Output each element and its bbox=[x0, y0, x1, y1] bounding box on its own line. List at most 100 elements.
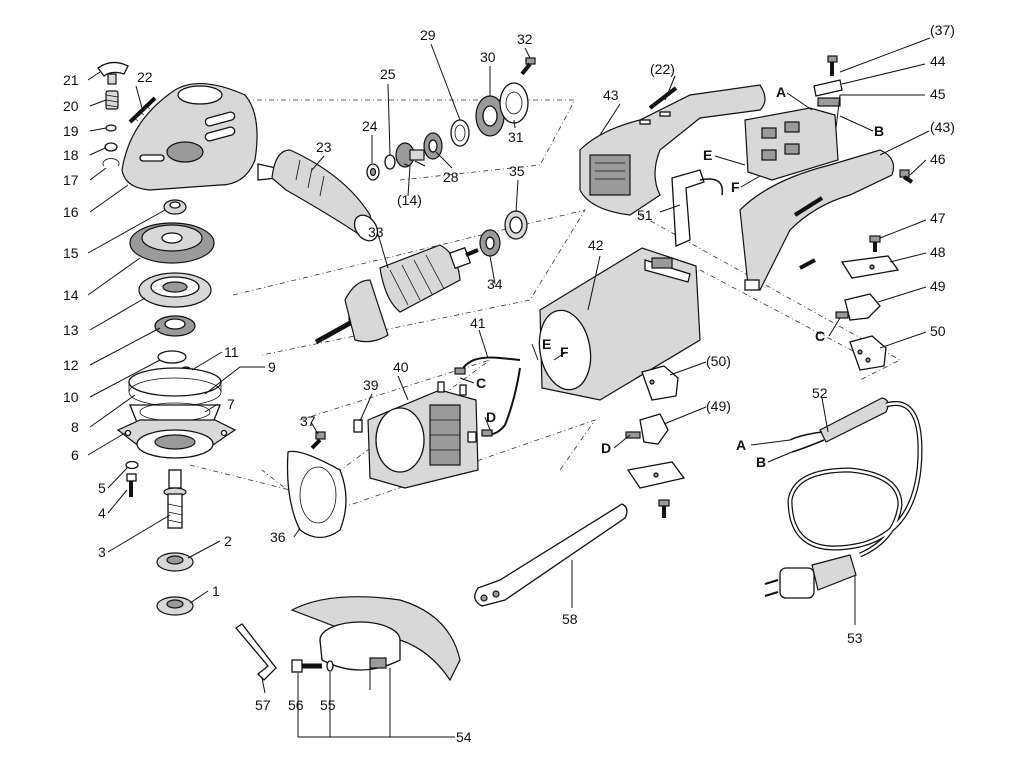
label-55: 55 bbox=[320, 697, 336, 713]
label-44: 44 bbox=[930, 53, 946, 69]
label-17: 17 bbox=[63, 172, 79, 188]
connector-b-switch: B bbox=[874, 123, 884, 139]
label-25: 25 bbox=[380, 66, 396, 82]
part-16-gear-housing bbox=[121, 82, 258, 191]
label-7: 7 bbox=[227, 396, 235, 412]
part-23-side-handle bbox=[257, 149, 379, 242]
label-58: 58 bbox=[562, 611, 578, 627]
part-47-screw bbox=[869, 235, 881, 252]
part-20-spring bbox=[105, 90, 119, 110]
label-39: 39 bbox=[363, 377, 379, 393]
part-46-screw bbox=[899, 169, 914, 184]
part-44-cord-clamp bbox=[813, 79, 843, 107]
label-42: 42 bbox=[588, 237, 604, 253]
label-43b: (43) bbox=[930, 119, 955, 135]
part-28-bearing bbox=[423, 132, 443, 160]
part-17-circlip bbox=[102, 158, 120, 167]
label-10: 10 bbox=[63, 389, 79, 405]
label-32: 32 bbox=[517, 31, 533, 47]
label-24: 24 bbox=[362, 118, 378, 134]
part-18-washer bbox=[104, 142, 118, 152]
part-32-screw bbox=[520, 57, 536, 76]
label-1: 1 bbox=[212, 583, 220, 599]
label-21: 21 bbox=[63, 72, 79, 88]
label-47: 47 bbox=[930, 210, 946, 226]
part-22b-screw bbox=[648, 86, 678, 110]
leader-lines bbox=[87, 37, 931, 738]
connector-f-switch: F bbox=[731, 179, 740, 195]
label-30: 30 bbox=[480, 49, 496, 65]
label-50b: (50) bbox=[706, 353, 731, 369]
part-13-bearing-flange bbox=[138, 272, 212, 308]
label-13: 13 bbox=[63, 322, 79, 338]
label-45: 45 bbox=[930, 86, 946, 102]
label-19: 19 bbox=[63, 123, 79, 139]
connector-e-switch: E bbox=[703, 147, 712, 163]
label-36: 36 bbox=[270, 529, 286, 545]
label-14: 14 bbox=[63, 287, 79, 303]
connector-a-switch: A bbox=[776, 84, 786, 100]
part-48-cover-plate bbox=[840, 255, 900, 279]
label-5: 5 bbox=[98, 480, 106, 496]
part-37b-screw bbox=[827, 55, 838, 76]
part-52-cord-sleeve bbox=[819, 397, 889, 443]
part-54-wheel-guard bbox=[290, 596, 461, 682]
label-34: 34 bbox=[487, 276, 503, 292]
part-48b-cover-plate bbox=[626, 461, 686, 489]
label-35: 35 bbox=[509, 163, 525, 179]
label-14b: (14) bbox=[397, 192, 422, 208]
part-41-wire-lead bbox=[454, 356, 521, 437]
part-43-handle-half bbox=[579, 84, 766, 216]
part-47b-screw bbox=[658, 499, 670, 518]
part-45-switch bbox=[744, 107, 839, 181]
label-3: 3 bbox=[98, 544, 106, 560]
connector-a-cord: A bbox=[736, 437, 746, 453]
label-8: 8 bbox=[71, 419, 79, 435]
label-12: 12 bbox=[63, 357, 79, 373]
part-55-washer bbox=[326, 660, 334, 672]
connector-b-cord: B bbox=[756, 454, 766, 470]
part-6-flange-plate bbox=[116, 419, 237, 459]
part-33-armature bbox=[314, 244, 479, 345]
label-40: 40 bbox=[393, 359, 409, 375]
label-56: 56 bbox=[288, 697, 304, 713]
part-21-lock-button bbox=[97, 61, 129, 85]
part-50-brush-holder-plate bbox=[849, 335, 887, 371]
label-29: 29 bbox=[420, 27, 436, 43]
connector-d-stator: D bbox=[486, 409, 496, 425]
part-50b-brush-holder-plate bbox=[641, 365, 679, 401]
part-10-spacer bbox=[157, 350, 187, 364]
part-cord-wires bbox=[789, 431, 825, 453]
part-2-inner-flange bbox=[156, 552, 194, 572]
assembly-lines bbox=[189, 99, 901, 506]
part-42-motor-housing bbox=[538, 247, 701, 401]
label-51: 51 bbox=[637, 207, 653, 223]
label-28: 28 bbox=[443, 169, 459, 185]
part-31-bearing-plate bbox=[499, 82, 529, 124]
connector-f-wire: F bbox=[560, 344, 569, 360]
label-20: 20 bbox=[63, 98, 79, 114]
label-49b: (49) bbox=[706, 398, 731, 414]
part-number-labels: 21 20 19 18 17 22 16 15 14 13 12 10 11 9… bbox=[63, 22, 955, 745]
part-25-washer bbox=[384, 154, 396, 170]
part-24-nut bbox=[366, 163, 380, 181]
label-49: 49 bbox=[930, 278, 946, 294]
part-49-brush-holder bbox=[835, 293, 881, 321]
part-35-bearing-sleeve bbox=[504, 210, 528, 240]
part-8-clamp-ring bbox=[128, 367, 222, 407]
label-37b: (37) bbox=[930, 22, 955, 38]
label-11: 11 bbox=[224, 344, 239, 360]
label-57: 57 bbox=[255, 697, 271, 713]
part-43b-handle-half bbox=[739, 149, 895, 291]
connector-d-brush: D bbox=[601, 440, 611, 456]
label-23: 23 bbox=[316, 139, 332, 155]
label-18: 18 bbox=[63, 147, 79, 163]
connector-c-brush: C bbox=[815, 328, 825, 344]
label-22: 22 bbox=[137, 69, 153, 85]
part-58-pin-wrench bbox=[474, 503, 628, 607]
part-29-spacer bbox=[450, 119, 470, 147]
part-39-clip bbox=[353, 419, 363, 433]
part-handle-screw bbox=[793, 196, 824, 270]
part-40-field-stator bbox=[367, 381, 479, 489]
